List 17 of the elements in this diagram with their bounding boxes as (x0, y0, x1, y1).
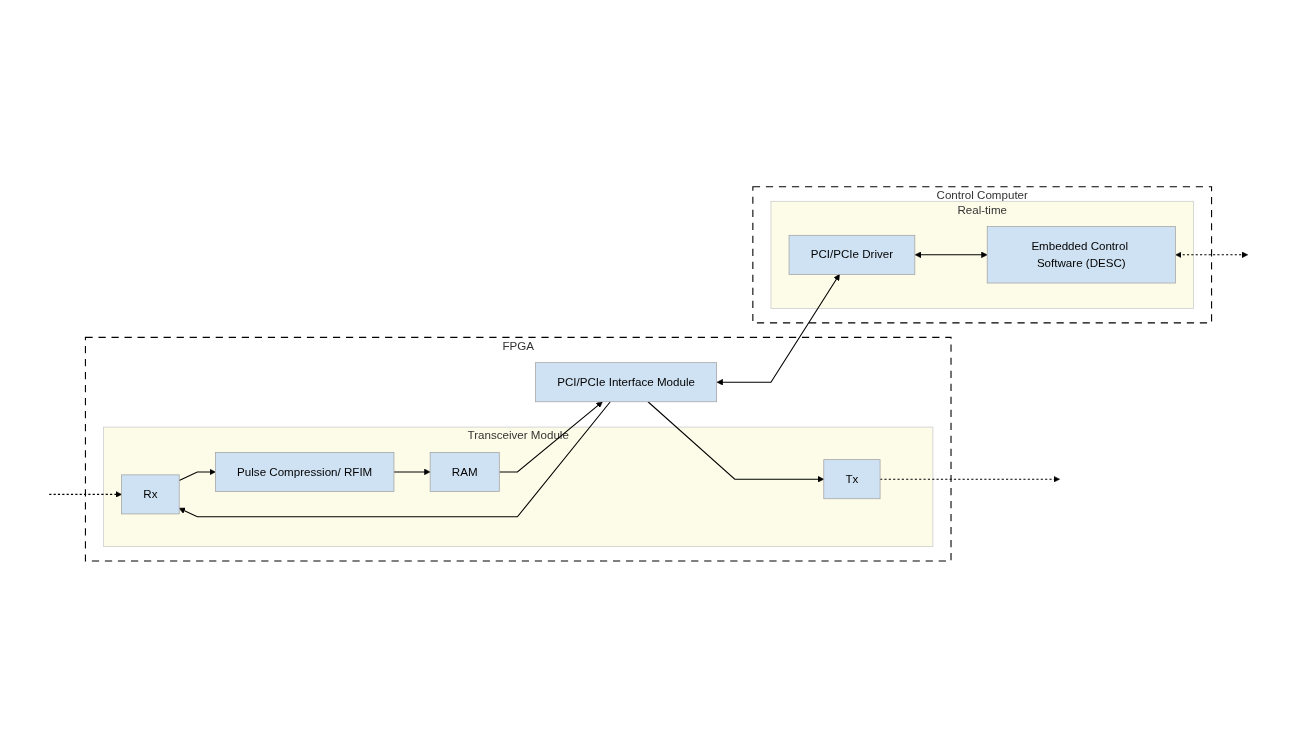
arrow (178, 401, 611, 518)
node-box: Tx (823, 459, 881, 500)
arrow (914, 251, 988, 259)
arrow (647, 401, 825, 483)
arrow (178, 468, 216, 482)
arrow (716, 274, 840, 386)
arrow (393, 468, 431, 476)
arrow (879, 476, 1060, 483)
node-box: Embedded Control Software (DESC) (986, 226, 1176, 284)
node-box: Pulse Compression/ RFIM (215, 452, 395, 492)
node-box: PCI/PCIe Driver (788, 235, 916, 275)
node-box: PCI/PCIe Interface Module (535, 362, 717, 403)
arrow (1175, 251, 1249, 259)
arrow (48, 491, 122, 498)
node-box: RAM (429, 452, 500, 492)
arrow (498, 401, 603, 473)
node-box: Rx (121, 474, 180, 515)
